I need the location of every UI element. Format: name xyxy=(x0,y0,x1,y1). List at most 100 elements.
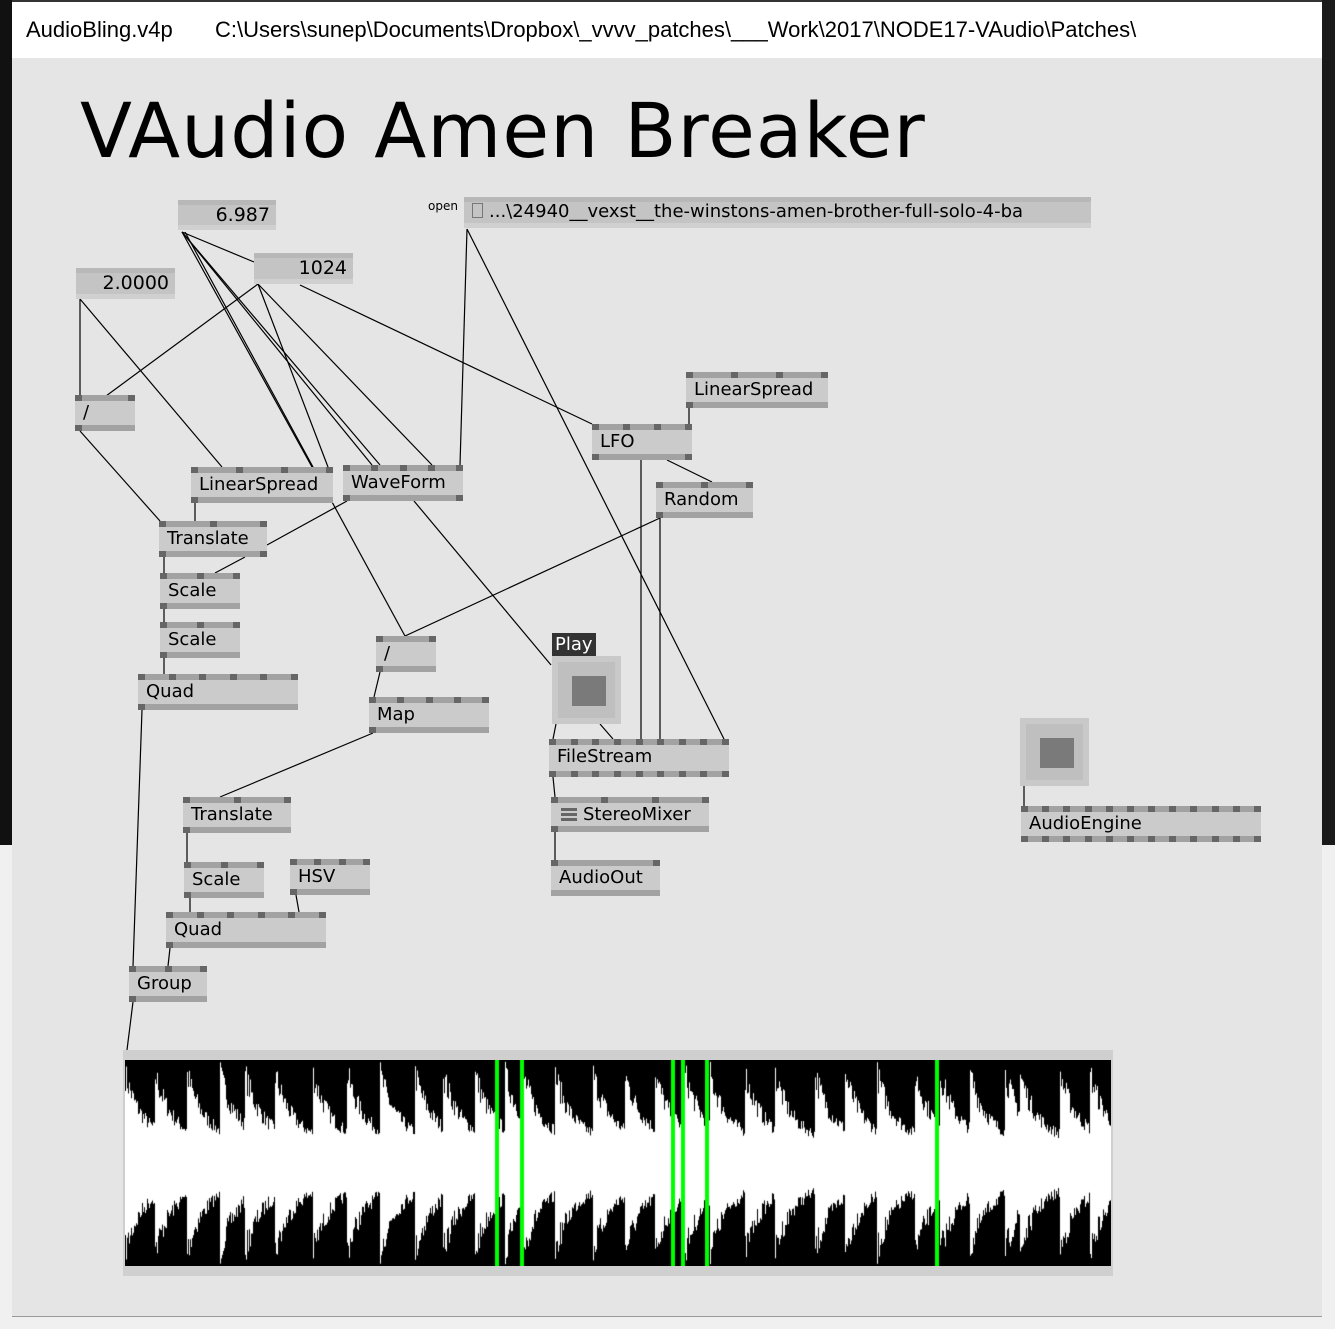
pin[interactable] xyxy=(138,704,145,710)
pin[interactable] xyxy=(722,739,729,745)
group-node[interactable]: Group xyxy=(129,966,207,1002)
pin[interactable] xyxy=(1021,836,1028,842)
pin[interactable] xyxy=(400,465,407,471)
play-toggle[interactable] xyxy=(552,656,621,724)
map-node[interactable]: Map xyxy=(369,697,489,733)
iobox-value-2[interactable]: 2.0000 xyxy=(76,268,175,299)
scale-node-2[interactable]: Scale xyxy=(160,622,240,658)
pin[interactable] xyxy=(230,674,237,680)
pin[interactable] xyxy=(656,482,663,488)
pin[interactable] xyxy=(456,465,463,471)
pin[interactable] xyxy=(656,512,663,518)
pin[interactable] xyxy=(776,372,783,378)
pin[interactable] xyxy=(166,912,173,918)
pin[interactable] xyxy=(258,912,265,918)
pin[interactable] xyxy=(165,966,172,972)
pin[interactable] xyxy=(1254,836,1261,842)
pin[interactable] xyxy=(592,739,599,745)
pin[interactable] xyxy=(169,674,176,680)
pin[interactable] xyxy=(160,603,167,609)
translate-node-2[interactable]: Translate xyxy=(183,797,291,833)
pin[interactable] xyxy=(397,697,404,703)
pin[interactable] xyxy=(260,551,267,557)
pin[interactable] xyxy=(191,467,198,473)
pin[interactable] xyxy=(1148,836,1155,842)
pin[interactable] xyxy=(657,771,664,777)
pin[interactable] xyxy=(339,859,346,865)
pin[interactable] xyxy=(654,424,661,430)
scale-node-3[interactable]: Scale xyxy=(184,862,264,898)
pin[interactable] xyxy=(260,674,267,680)
pin[interactable] xyxy=(227,912,234,918)
pin[interactable] xyxy=(284,797,291,803)
pin[interactable] xyxy=(221,862,228,868)
pin[interactable] xyxy=(592,424,599,430)
pin[interactable] xyxy=(1233,836,1240,842)
pin[interactable] xyxy=(1254,806,1261,812)
pin[interactable] xyxy=(746,482,753,488)
pin[interactable] xyxy=(210,521,217,527)
pin[interactable] xyxy=(369,727,376,733)
pin[interactable] xyxy=(288,912,295,918)
linearspread-node-1[interactable]: LinearSpread xyxy=(191,467,333,503)
pin[interactable] xyxy=(138,674,145,680)
pin[interactable] xyxy=(376,636,383,642)
pin[interactable] xyxy=(197,912,204,918)
pin[interactable] xyxy=(456,495,463,501)
pin[interactable] xyxy=(722,771,729,777)
quad-node-2[interactable]: Quad xyxy=(166,912,326,948)
pin[interactable] xyxy=(233,622,240,628)
pin[interactable] xyxy=(1042,806,1049,812)
pin[interactable] xyxy=(290,859,297,865)
quad-node-1[interactable]: Quad xyxy=(138,674,298,710)
iobox-value-1024[interactable]: 1024 xyxy=(254,253,353,284)
waveform-node[interactable]: WaveForm xyxy=(343,465,463,501)
pin[interactable] xyxy=(233,573,240,579)
pin[interactable] xyxy=(234,797,241,803)
pin[interactable] xyxy=(686,372,693,378)
pin[interactable] xyxy=(1042,836,1049,842)
pin[interactable] xyxy=(1063,836,1070,842)
pin[interactable] xyxy=(821,372,828,378)
pin[interactable] xyxy=(551,826,558,832)
pin[interactable] xyxy=(314,859,321,865)
pin[interactable] xyxy=(731,372,738,378)
pin[interactable] xyxy=(1190,836,1197,842)
pin[interactable] xyxy=(652,797,659,803)
pin[interactable] xyxy=(1063,806,1070,812)
pin[interactable] xyxy=(1212,836,1219,842)
pin[interactable] xyxy=(1169,836,1176,842)
pin[interactable] xyxy=(614,771,621,777)
pin[interactable] xyxy=(159,551,166,557)
pin[interactable] xyxy=(623,424,630,430)
pin[interactable] xyxy=(700,739,707,745)
pin[interactable] xyxy=(700,771,707,777)
pin[interactable] xyxy=(319,912,326,918)
pin[interactable] xyxy=(592,454,599,460)
pin[interactable] xyxy=(197,622,204,628)
pin[interactable] xyxy=(197,573,204,579)
pin[interactable] xyxy=(371,465,378,471)
pin[interactable] xyxy=(614,739,621,745)
pin[interactable] xyxy=(160,652,167,658)
pin[interactable] xyxy=(551,860,558,866)
pin[interactable] xyxy=(236,467,243,473)
pin[interactable] xyxy=(428,465,435,471)
pin[interactable] xyxy=(166,942,173,948)
pin[interactable] xyxy=(75,395,82,401)
pin[interactable] xyxy=(685,424,692,430)
audioengine-toggle[interactable] xyxy=(1020,718,1089,786)
pin[interactable] xyxy=(129,966,136,972)
pin[interactable] xyxy=(571,771,578,777)
pin[interactable] xyxy=(160,573,167,579)
pin[interactable] xyxy=(701,482,708,488)
linearspread-node-2[interactable]: LinearSpread xyxy=(686,372,828,408)
pin[interactable] xyxy=(326,467,333,473)
pin[interactable] xyxy=(454,697,461,703)
divide-node-2[interactable]: / xyxy=(376,636,436,672)
pin[interactable] xyxy=(679,771,686,777)
pin[interactable] xyxy=(1127,806,1134,812)
audioengine-node[interactable]: AudioEngine xyxy=(1021,806,1261,842)
pin[interactable] xyxy=(482,697,489,703)
pin[interactable] xyxy=(75,425,82,431)
